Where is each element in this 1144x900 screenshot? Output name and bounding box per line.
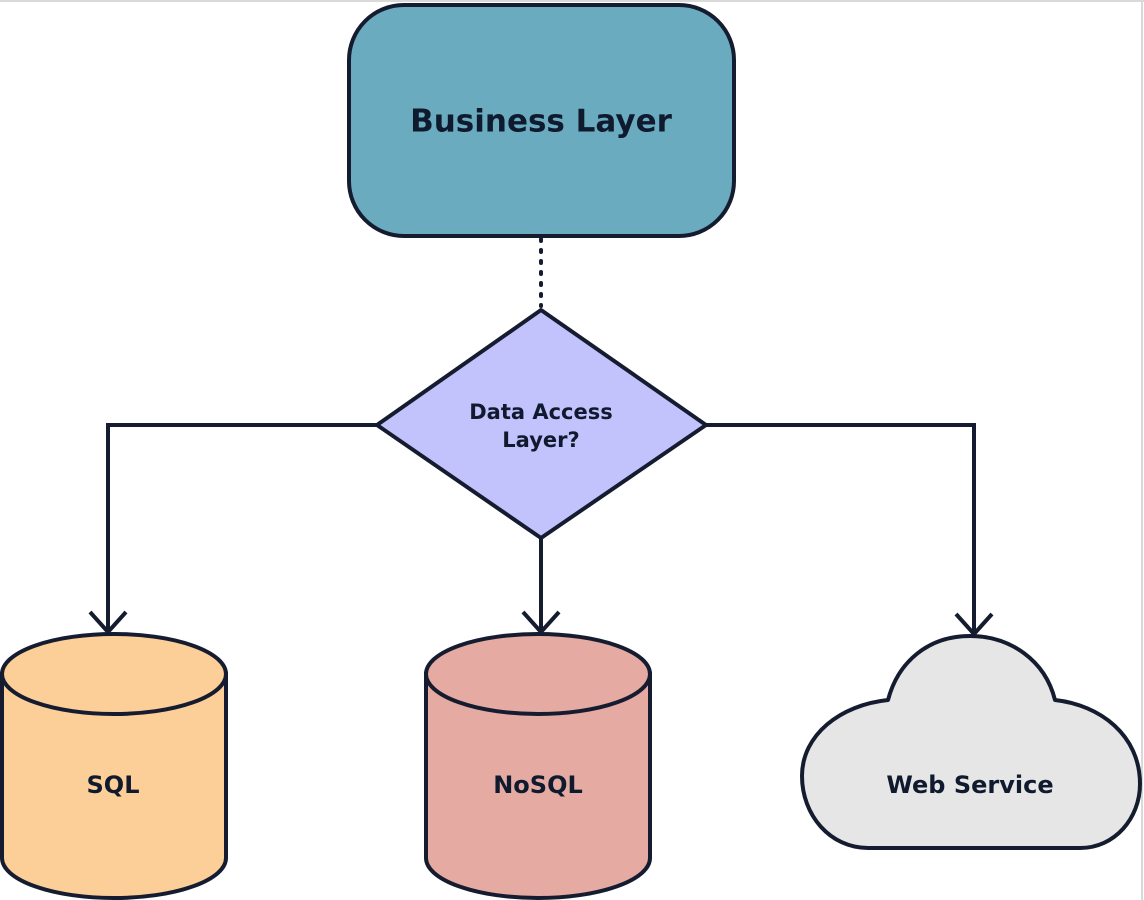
arrowhead-nosql — [521, 610, 561, 634]
business-layer-box — [347, 3, 736, 238]
sql-cylinder-top — [0, 632, 228, 716]
data-access-layer-diamond — [375, 308, 708, 540]
arrowhead-sql — [88, 610, 128, 634]
nosql-label: NoSQL — [493, 771, 583, 799]
business-layer-node: Business Layer — [347, 3, 736, 238]
nosql-database-node: NoSQL — [424, 632, 652, 900]
arrowhead-web-service — [954, 612, 994, 636]
connector-to-web-service — [706, 423, 976, 632]
data-access-layer-node: Data Access Layer? — [375, 308, 708, 540]
nosql-cylinder-top — [424, 632, 652, 716]
cloud-icon — [800, 634, 1142, 850]
branch-connectors — [88, 423, 994, 636]
sql-cylinder-body — [0, 672, 228, 900]
web-service-node: Web Service — [800, 634, 1142, 850]
data-access-layer-label-line1: Data Access — [469, 400, 613, 424]
web-service-label: Web Service — [886, 771, 1053, 799]
connector-to-sql — [106, 423, 377, 630]
business-layer-label: Business Layer — [410, 104, 673, 140]
nosql-cylinder-body — [424, 672, 652, 900]
sql-label: SQL — [87, 771, 140, 799]
sql-database-node: SQL — [0, 632, 228, 900]
data-access-layer-label-line2: Layer? — [502, 428, 579, 452]
